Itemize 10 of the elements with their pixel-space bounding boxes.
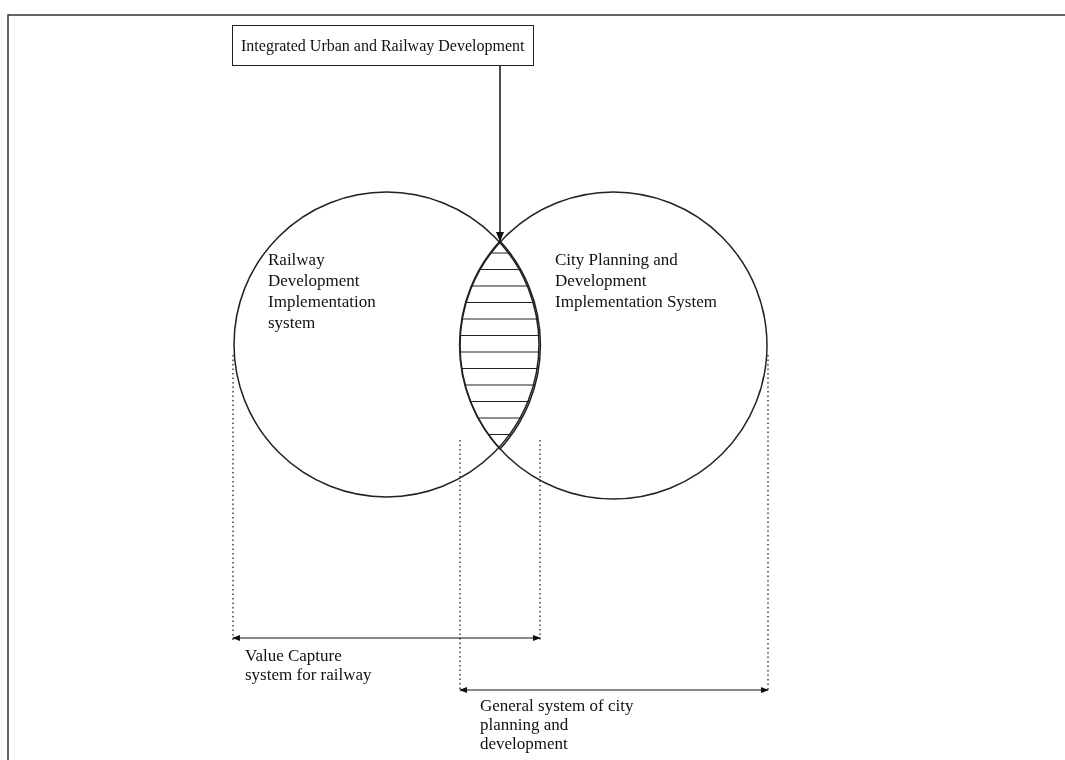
- dimension-label: General system of city planning and development: [480, 696, 635, 753]
- circle-label: City Planning and Development Implementation System: [555, 249, 718, 312]
- arrow: [496, 65, 504, 242]
- circle-label: Railway Development Implementation system: [268, 249, 377, 333]
- title-box: [232, 25, 534, 66]
- title-text: Integrated Urban and Railway Development: [241, 36, 526, 56]
- venn-circle: [233, 191, 540, 498]
- venn-circle: [459, 191, 768, 500]
- dimension-label: Value Capture system for railway: [245, 646, 373, 684]
- hatched-overlap: [458, 241, 542, 449]
